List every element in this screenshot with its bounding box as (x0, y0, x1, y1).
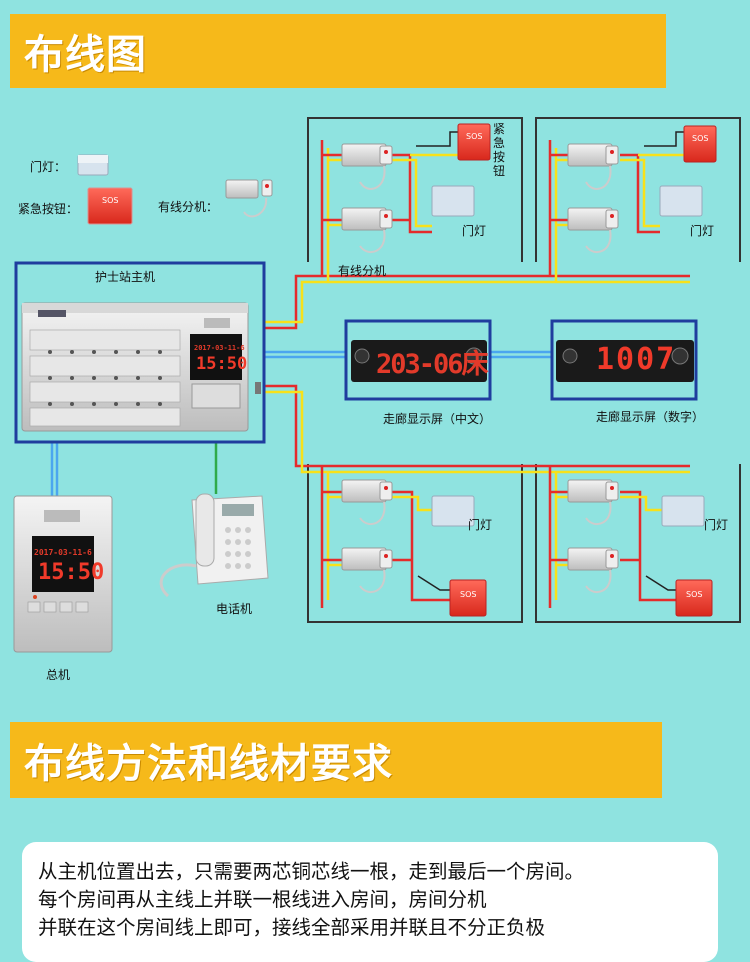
main-unit (13, 495, 113, 653)
banner-wiring-diagram: 布线图 (10, 14, 666, 88)
corridor-display-num (550, 319, 698, 401)
banner-title: 布线图 (24, 32, 147, 78)
door-light-label-bottom-right: 门灯 (704, 518, 729, 532)
telephone-label: 电话机 (216, 602, 253, 616)
corridor-cn-readout: 203-06床 (376, 349, 489, 380)
legend-sos-text: SOS (102, 196, 119, 205)
main-unit-label: 总机 (46, 668, 71, 682)
legend-wired-extension-icon (225, 179, 273, 218)
sos-text-top-right: SOS (692, 134, 709, 143)
nurse-station-label: 护士站主机 (95, 270, 156, 284)
wiring-diagram (13, 117, 741, 653)
corridor-display-num-label: 走廊显示屏（数字） (596, 410, 705, 424)
door-light-label-top-left: 门灯 (462, 224, 487, 238)
host-time-readout: 15:50 (38, 560, 105, 585)
corridor-display-cn (344, 319, 492, 401)
room-frame-bottom-left (307, 464, 523, 623)
description-text: 从主机位置出去，只需要两芯铜芯线一根，走到最后一个房间。 每个房间再从主线上并联… (38, 860, 585, 939)
station-time-readout: 15:50 (196, 354, 248, 374)
corridor-display-cn-label: 走廊显示屏（中文） (383, 412, 492, 426)
door-light-label-top-right: 门灯 (690, 224, 715, 238)
door-light-label-bottom-left: 门灯 (468, 518, 493, 532)
sos-text-bottom-left: SOS (460, 590, 477, 599)
branch-lines-black (416, 131, 686, 591)
wired-extension-label: 有线分机 (338, 264, 387, 278)
telephone-icon (159, 493, 269, 598)
sos-text-top-left: SOS (466, 132, 483, 141)
legend-emergency-button-label: 紧急按钮： (18, 202, 79, 216)
legend-wired-extension-label: 有线分机： (158, 200, 219, 214)
room-frame-top-left (307, 117, 523, 262)
room-frame-top-right (535, 117, 741, 262)
room-frame-bottom-right (535, 464, 741, 623)
emergency-button-label: 紧急按钮 (492, 122, 505, 178)
banner-subtitle: 布线方法和线材要求 (24, 741, 393, 787)
legend-emergency-button-icon (87, 187, 133, 225)
host-date-readout: 2017-03-11-6 (34, 548, 92, 557)
nurse-station-host (14, 261, 266, 444)
description-card: 从主机位置出去，只需要两芯铜芯线一根，走到最后一个房间。 每个房间再从主线上并联… (22, 842, 718, 962)
corridor-num-readout: 1007 (596, 342, 677, 377)
sos-text-bottom-right: SOS (686, 590, 703, 599)
banner-wiring-method: 布线方法和线材要求 (10, 722, 662, 798)
legend-door-light-icon (77, 154, 109, 176)
room-devices (341, 123, 717, 617)
legend-door-light-label: 门灯： (30, 160, 67, 174)
display-data-lines (50, 350, 552, 498)
station-date-readout: 2017-03-11-6 (194, 344, 245, 352)
main-trunk-wires (264, 140, 690, 608)
